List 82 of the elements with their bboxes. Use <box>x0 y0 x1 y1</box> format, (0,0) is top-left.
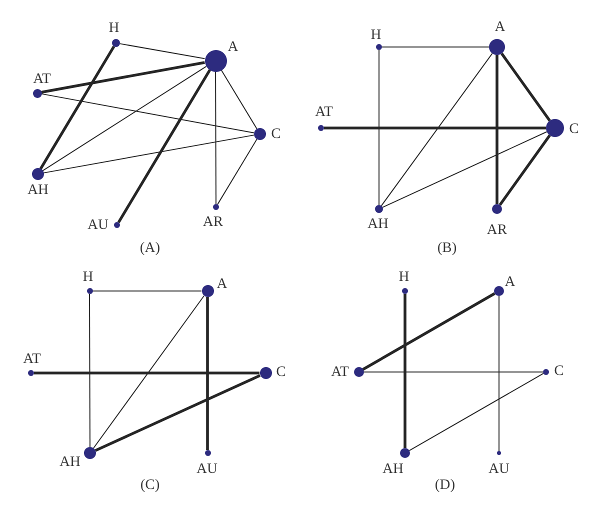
node-label: AR <box>202 214 224 230</box>
panel-label: (D) <box>434 477 456 493</box>
thick-connecting-line <box>324 126 546 130</box>
connecting-line <box>92 290 202 292</box>
node-circle <box>32 88 42 98</box>
node-circle <box>202 285 214 297</box>
node-label: A <box>494 19 506 35</box>
node-circle <box>494 286 504 296</box>
thick-connecting-line <box>362 292 496 371</box>
thick-connecting-line <box>404 294 406 448</box>
node-label: AT <box>33 71 51 87</box>
node-label: A <box>216 276 228 292</box>
node-circle <box>112 39 120 47</box>
connecting-line <box>119 43 206 60</box>
connecting-line <box>215 71 216 204</box>
node-circle <box>318 125 324 131</box>
node-circle <box>497 451 501 455</box>
node-circle <box>543 369 549 375</box>
connecting-line <box>378 50 380 206</box>
node-circle <box>32 168 44 180</box>
node-label: AT <box>23 351 41 367</box>
node-label: C <box>554 363 564 379</box>
node-circle <box>402 288 408 294</box>
node-circle <box>375 205 383 213</box>
thick-connecting-line <box>117 69 212 224</box>
node-circle <box>28 370 34 376</box>
connecting-line <box>42 66 207 172</box>
thick-connecting-line <box>500 52 551 122</box>
node-circle <box>546 119 564 137</box>
node-label: A <box>228 39 238 55</box>
panel-label: (A) <box>140 240 160 256</box>
node-circle <box>400 448 410 458</box>
connecting-line <box>382 131 548 208</box>
node-label: A <box>504 274 516 290</box>
connecting-line <box>42 134 255 174</box>
node-label: AH <box>60 454 80 470</box>
panel-label: (C) <box>140 477 160 493</box>
node-label: AR <box>486 222 508 238</box>
node-circle <box>254 128 266 140</box>
connecting-line <box>498 296 500 452</box>
node-circle <box>492 204 502 214</box>
connecting-line <box>380 52 493 206</box>
thick-connecting-line <box>498 134 551 206</box>
node-label: H <box>108 20 120 36</box>
node-circle <box>260 367 272 379</box>
node-circle <box>86 288 92 294</box>
node-label: C <box>569 121 579 137</box>
node-label: AH <box>382 461 404 477</box>
connecting-line <box>408 373 544 451</box>
thick-connecting-line <box>39 46 116 170</box>
node-circle <box>114 222 120 228</box>
node-circle <box>204 450 210 456</box>
node-circle <box>84 447 96 459</box>
connecting-line <box>89 294 90 448</box>
thick-connecting-line <box>34 372 260 374</box>
thick-connecting-line <box>41 61 205 94</box>
node-label: AH <box>368 216 388 232</box>
thick-connecting-line <box>206 297 209 450</box>
thick-connecting-line <box>94 374 261 452</box>
connecting-line <box>40 93 255 134</box>
connecting-line <box>93 295 204 449</box>
connecting-line <box>220 69 258 130</box>
node-label: AU <box>488 461 510 477</box>
node-label: H <box>398 269 410 285</box>
connecting-line <box>217 138 258 205</box>
node-circle <box>204 50 226 72</box>
node-label: AH <box>28 182 48 198</box>
node-label: H <box>370 27 382 43</box>
node-circle <box>489 39 505 55</box>
node-label: AT <box>315 104 333 120</box>
node-label: AU <box>196 461 218 477</box>
thick-connecting-line <box>496 55 498 204</box>
node-circle <box>354 367 364 377</box>
node-label: AU <box>88 217 108 233</box>
node-label: H <box>82 269 94 285</box>
connecting-line <box>382 46 490 48</box>
node-label: AT <box>331 364 349 380</box>
node-circle <box>376 44 382 50</box>
panel-label: (B) <box>437 240 457 256</box>
node-label: C <box>271 126 281 142</box>
node-circle <box>213 204 219 210</box>
node-label: C <box>276 364 286 380</box>
